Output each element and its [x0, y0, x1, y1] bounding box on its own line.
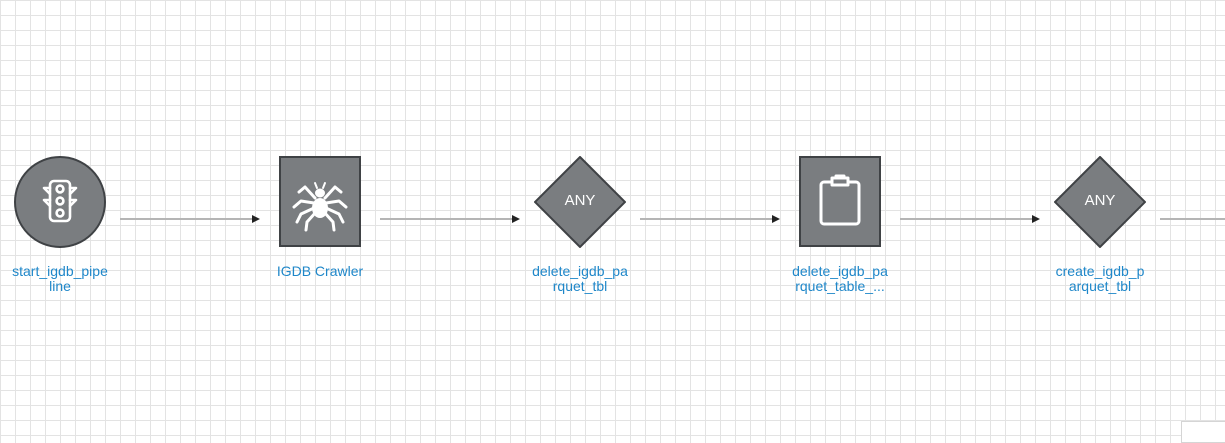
node-label-igdb-crawler[interactable]: IGDB Crawler [255, 264, 385, 279]
task-node-shape [279, 156, 361, 247]
label-line: delete_igdb_pa [532, 263, 628, 279]
label-line: line [49, 278, 71, 294]
label-line: rquet_table_... [795, 278, 885, 294]
node-label-delete-igdb-parquet-tbl[interactable]: delete_igdb_pa rquet_tbl [515, 264, 645, 294]
gateway-any-text: ANY [564, 192, 596, 209]
node-start-igdb-pipeline[interactable] [13, 155, 107, 249]
label-line: IGDB Crawler [276, 263, 364, 279]
gateway-node-shape [1053, 155, 1147, 249]
edge-create-tbl-outgoing [1160, 218, 1225, 220]
label-line: arquet_tbl [1068, 278, 1132, 294]
node-delete-igdb-parquet-tbl[interactable]: ANY [533, 155, 627, 249]
node-label-start-igdb-pipeline[interactable]: start_igdb_pipe line [0, 264, 125, 294]
gateway-node-shape [533, 155, 627, 249]
workflow-canvas[interactable]: start_igdb_pipe line [0, 0, 1225, 428]
label-line: create_igdb_p [1055, 263, 1145, 279]
edge-delete-table-to-create-tbl [900, 215, 1040, 223]
start-node-shape [14, 156, 106, 248]
traffic-light-icon [42, 179, 78, 223]
canvas-corner-panel [1181, 421, 1225, 443]
node-create-igdb-parquet-tbl[interactable]: ANY [1053, 155, 1147, 249]
node-delete-igdb-parquet-table[interactable] [799, 156, 881, 247]
edge-start-to-crawler [120, 215, 260, 223]
node-label-create-igdb-parquet-tbl[interactable]: create_igdb_p arquet_tbl [1035, 264, 1165, 294]
node-igdb-crawler[interactable] [279, 156, 361, 247]
edge-delete-tbl-to-delete-table [640, 215, 780, 223]
task-node-shape [799, 156, 881, 247]
label-line: rquet_tbl [552, 278, 608, 294]
node-label-delete-igdb-parquet-table[interactable]: delete_igdb_pa rquet_table_... [775, 264, 905, 294]
edge-crawler-to-delete-tbl [380, 215, 520, 223]
gateway-any-text: ANY [1084, 192, 1116, 209]
spider-icon [292, 182, 348, 232]
clipboard-icon [819, 174, 861, 226]
label-line: delete_igdb_pa [792, 263, 888, 279]
label-line: start_igdb_pipe [12, 263, 108, 279]
